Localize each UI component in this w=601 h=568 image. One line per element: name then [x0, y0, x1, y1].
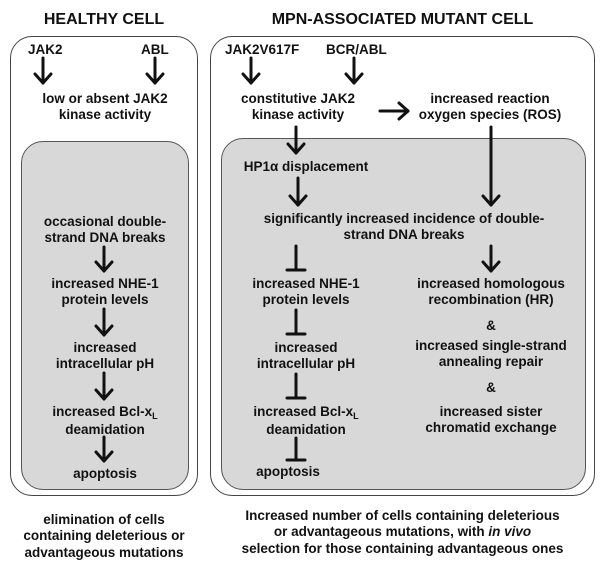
healthy-dsb-to-nhe1-arrow: [94, 245, 114, 273]
mutant-hr-text: increased homologous recombination (HR): [400, 276, 582, 309]
mutant-ssa-text: increased single-strand annealing repair: [400, 338, 582, 371]
mutant-bcl-prefix: increased Bcl-x: [253, 404, 354, 419]
mutant-hr-content: increased homologous recombination (HR): [417, 276, 565, 308]
healthy-nhe1-content: increased NHE-1 protein levels: [51, 276, 159, 308]
mutant-nhe1-content: increased NHE-1 protein levels: [252, 276, 360, 308]
healthy-kinase-text-content: low or absent JAK2 kinase activity: [42, 91, 168, 123]
healthy-jak2-arrow: [33, 56, 53, 85]
mutant-footer-line2-em: in vivo: [488, 524, 532, 540]
healthy-bcl-suffix: deamidation: [65, 421, 145, 437]
healthy-apoptosis-text: apoptosis: [73, 466, 137, 481]
mutant-sce-content: increased sister chromatid exchange: [425, 404, 557, 436]
healthy-dsb-content: occasional double- strand DNA breaks: [43, 214, 167, 246]
mutant-jak2v617f-label: JAK2V617F: [225, 42, 300, 57]
mutant-sce-text: increased sister chromatid exchange: [400, 404, 582, 437]
mutant-hp1-to-dsb-arrow: [288, 176, 308, 207]
healthy-bcl-text: increased Bcl-xL deamidation: [25, 404, 185, 438]
mutant-ph-text: increased intracellular pH: [228, 340, 384, 373]
healthy-nhe1-to-ph-arrow: [94, 307, 114, 337]
healthy-dsb-text: occasional double- strand DNA breaks: [25, 214, 185, 247]
mutant-amp2-text: &: [486, 380, 496, 395]
mutant-kinase-content: constitutive JAK2 kinase activity: [240, 91, 356, 123]
mutant-bcl-sub: L: [353, 411, 359, 421]
mutant-kinase-to-ros-arrow: [378, 101, 410, 121]
mutant-ros-text: increased reaction oxygen species (ROS): [400, 91, 580, 124]
healthy-footer-content: elimination of cells containing deleteri…: [23, 512, 185, 560]
mutant-footer-line2-prefix: or advantageous mutations, with: [273, 524, 489, 540]
mutant-kinase-text: constitutive JAK2 kinase activity: [218, 91, 378, 124]
mutant-dsb-to-hr-arrow: [481, 244, 501, 273]
mutant-ros-to-dsb-arrow: [481, 125, 501, 207]
mutant-jak2-arrow: [241, 56, 261, 85]
mutant-nhe1-inhibits-ph: [285, 308, 307, 336]
mutant-cell-title: MPN-ASSOCIATED MUTANT CELL: [271, 11, 534, 28]
mutant-bcl-inhibits-apoptosis: [285, 436, 307, 462]
mutant-ph-inhibits-bcl: [285, 372, 307, 400]
mutant-bcr-arrow: [344, 56, 364, 85]
mutant-footer-line3: selection for those containing advantage…: [241, 540, 564, 556]
mutant-ph-content: increased intracellular pH: [256, 340, 356, 372]
mutant-kinase-to-hp1-arrow: [286, 125, 306, 155]
mutant-bcrabl-label: BCR/ABL: [326, 42, 387, 57]
healthy-bcl-to-apoptosis-arrow: [94, 435, 114, 463]
healthy-footer: elimination of cells containing deleteri…: [6, 512, 202, 561]
mutant-hp1-text: HP1α displacement: [243, 159, 369, 174]
mutant-bcl-text: increased Bcl-xL deamidation: [228, 404, 384, 438]
healthy-kinase-text: low or absent JAK2 kinase activity: [25, 91, 185, 124]
mutant-dsb-inhibits-nhe1: [285, 244, 307, 272]
mutant-footer-line1: Increased number of cells containing del…: [245, 508, 560, 523]
healthy-ph-text: increased intracellular pH: [25, 340, 185, 373]
mutant-ros-content: increased reaction oxygen species (ROS): [418, 91, 562, 123]
mutant-cell-inner-box: [221, 138, 586, 490]
mutant-apoptosis-text: apoptosis: [256, 464, 320, 479]
healthy-ph-to-bcl-arrow: [94, 371, 114, 401]
healthy-abl-label: ABL: [141, 42, 169, 57]
healthy-nhe1-text: increased NHE-1 protein levels: [25, 276, 185, 309]
mutant-dsb-content: significantly increased incidence of dou…: [263, 211, 545, 243]
healthy-ph-content: increased intracellular pH: [55, 340, 155, 372]
mutant-bcl-suffix: deamidation: [266, 421, 346, 437]
healthy-cell-title: HEALTHY CELL: [43, 11, 165, 28]
mutant-dsb-text: significantly increased incidence of dou…: [224, 211, 584, 244]
healthy-abl-arrow: [145, 56, 165, 85]
mutant-footer: Increased number of cells containing del…: [212, 508, 593, 557]
mutant-nhe1-text: increased NHE-1 protein levels: [228, 276, 384, 309]
mutant-amp1-text: &: [486, 318, 496, 333]
healthy-bcl-sub: L: [152, 411, 158, 421]
healthy-bcl-prefix: increased Bcl-x: [52, 404, 153, 419]
mutant-ssa-content: increased single-strand annealing repair: [415, 338, 567, 370]
healthy-jak2-label: JAK2: [28, 42, 63, 57]
